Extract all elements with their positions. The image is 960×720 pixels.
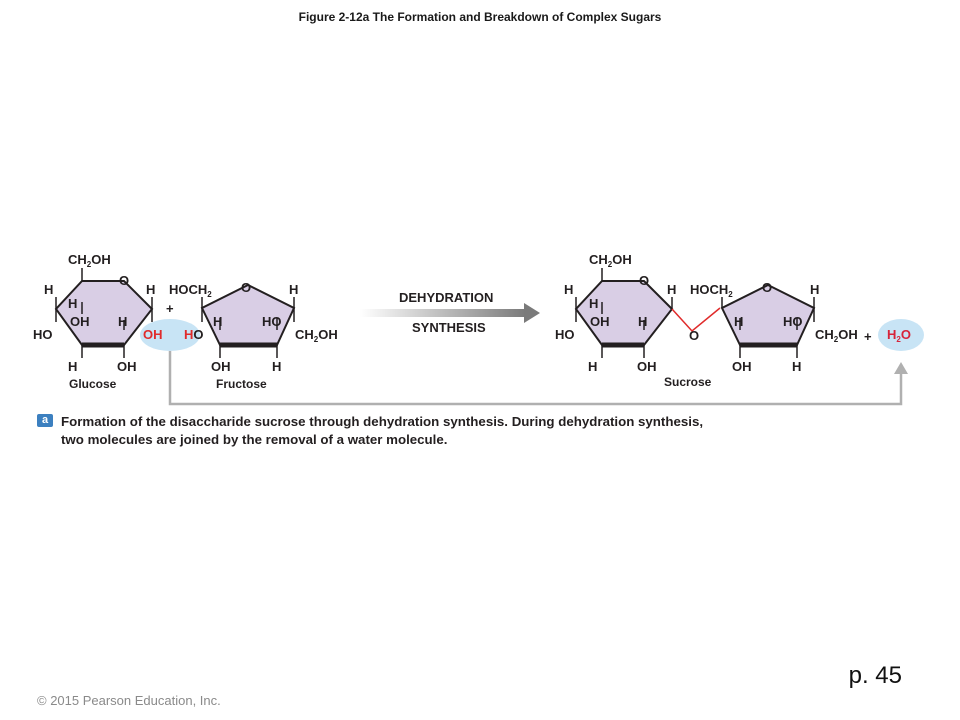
sucrose-hoch2: HOCH2 (690, 282, 733, 299)
glucose-c4-oh: OH (70, 314, 90, 329)
glucose-c4-h: H (68, 296, 77, 311)
page-number: p. 45 (848, 662, 902, 689)
fructose-removed-h: HO (184, 327, 204, 342)
sucrose-fructose-c5-h: H (810, 282, 819, 297)
fructose-hoch2: HOCH2 (169, 282, 212, 299)
fructose-c3-h: H (213, 314, 222, 329)
sucrose-fructose-oh: OH (732, 359, 752, 374)
water-removal-arrow (168, 351, 908, 406)
fructose-molecule: O HOCH2 H H HO HO CH2OH OH H Fructose (169, 280, 338, 391)
glucose-c1-h: H (146, 282, 155, 297)
glucose-ring-oxygen: O (119, 273, 129, 288)
glucose-c3-h: H (68, 359, 77, 374)
fructose-ch2oh: CH2OH (295, 327, 338, 344)
sucrose-name: Sucrose (664, 375, 712, 389)
figure-caption: Formation of the disaccharide sucrose th… (61, 414, 704, 447)
glucose-c4-ho: HO (33, 327, 53, 342)
sucrose-fructose-ch2oh: CH2OH (815, 327, 858, 344)
glucose-name: Glucose (69, 377, 117, 391)
sucrose-fructose-oxygen: O (762, 280, 772, 295)
sucrose-c4-h: H (589, 296, 598, 311)
glycosidic-bond (671, 307, 721, 333)
sucrose-fructose-h: H (792, 359, 801, 374)
sucrose-fructose-ho: HO (783, 314, 803, 329)
sucrose-molecule: CH2OH O H H H OH H HO H OH O O HOCH2 H H… (555, 252, 858, 389)
sucrose-c2-h: H (638, 314, 647, 329)
plus-sign-left: + (166, 301, 174, 316)
glucose-removed-oh: OH (143, 327, 163, 342)
sucrose-c4-ho: HO (555, 327, 575, 342)
sucrose-c3-oh: OH (637, 359, 657, 374)
dehydration-label: DEHYDRATION (399, 290, 493, 305)
sucrose-fructose-c3-h: H (734, 314, 743, 329)
glycosidic-oxygen: O (689, 328, 699, 343)
fructose-c3-oh: OH (211, 359, 231, 374)
fructose-c4-h: H (272, 359, 281, 374)
plus-sign-right: + (864, 329, 872, 344)
water-highlight (878, 319, 924, 351)
synthesis-label: SYNTHESIS (412, 320, 486, 335)
sucrose-c3-h: H (588, 359, 597, 374)
sucrose-c5-h: H (564, 282, 573, 297)
glucose-c5-h: H (44, 282, 53, 297)
sucrose-c4-oh: OH (590, 314, 610, 329)
glucose-c3-oh: OH (117, 359, 137, 374)
sucrose-glucose-ring (574, 280, 674, 346)
copyright: © 2015 Pearson Education, Inc. (37, 693, 221, 708)
figure-title: Figure 2-12a The Formation and Breakdown… (298, 10, 662, 24)
dehydration-arrow (360, 303, 540, 323)
sucrose-glucose-oxygen: O (639, 273, 649, 288)
glucose-ring (54, 280, 154, 346)
panel-badge: a (37, 414, 53, 427)
fructose-name: Fructose (216, 377, 267, 391)
removed-oh-highlight (140, 319, 200, 351)
sucrose-ch2oh: CH2OH (589, 252, 632, 269)
fructose-c5-h: H (289, 282, 298, 297)
glucose-molecule: CH2OH O H H H OH H HO OH H OH Glucose (33, 252, 163, 391)
fructose-c4-ho: HO (262, 314, 282, 329)
fructose-ring-oxygen: O (241, 280, 251, 295)
glucose-c2-h: H (118, 314, 127, 329)
glucose-ch2oh: CH2OH (68, 252, 111, 269)
water-molecule: H2O (887, 327, 911, 344)
sucrose-c1-h: H (667, 282, 676, 297)
